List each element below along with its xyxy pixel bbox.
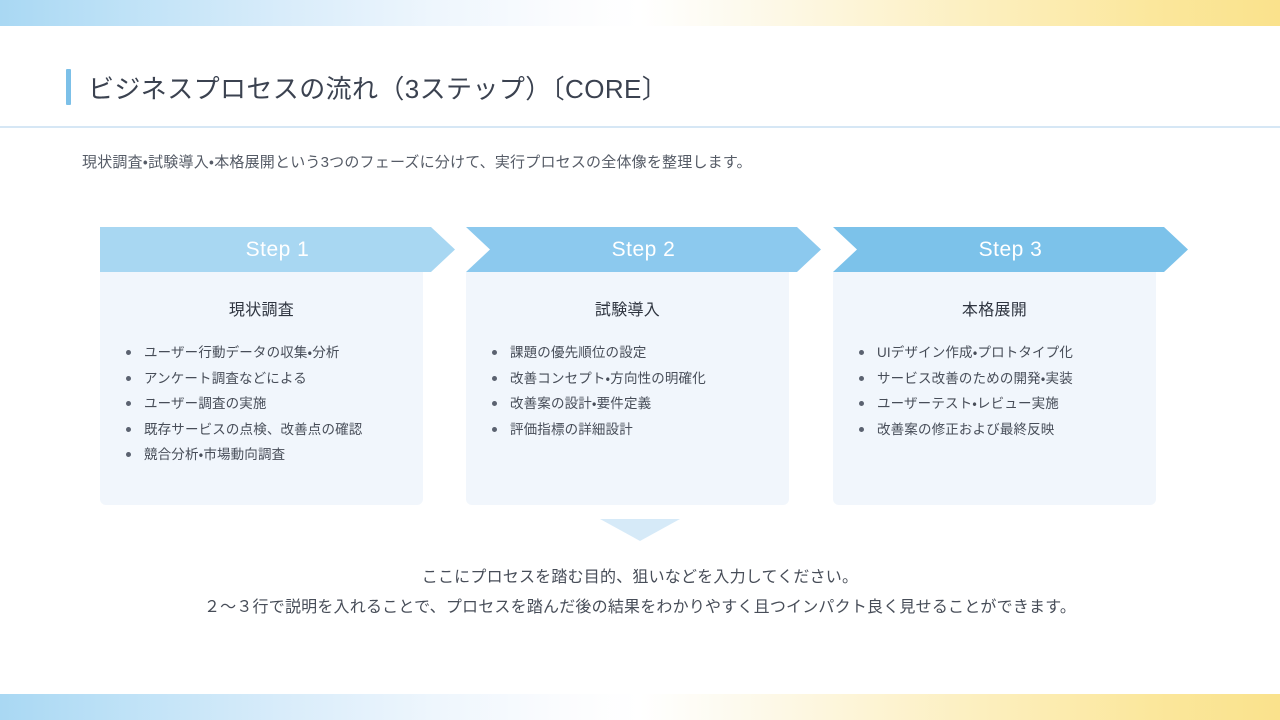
list-item: 評価指標の詳細設計 [488,417,767,443]
step-2-badge: Step 2 [466,227,821,272]
list-item: 改善案の修正および最終反映 [855,417,1134,443]
process-step-3: Step 3 本格展開 UIデザイン作成・プロトタイプ化 サービス改善のための開… [833,227,1188,505]
step-1-list: ユーザー行動データの収集・分析 アンケート調査などによる ユーザー調査の実施 既… [122,340,401,468]
step-2-body: 試験導入 課題の優先順位の設定 改善コンセプト・方向性の明確化 改善案の設計・要… [466,272,789,505]
step-1-badge: Step 1 [100,227,455,272]
step-3-title: 本格展開 [961,302,1028,319]
page-subtitle: 現状調査・試験導入・本格展開という3つのフェーズに分けて、実行プロセスの全体像を… [82,154,752,171]
list-item: サービス改善のための開発・実装 [855,366,1134,392]
footer-note-line-2: ２～３行で説明を入れることで、プロセスを踏んだ後の結果をわかりやすく且つインパク… [203,599,1077,616]
title-divider [0,126,1280,128]
list-item: ユーザー行動データの収集・分析 [122,340,401,366]
page-title: ビジネスプロセスの流れ（3ステップ）〔CORE〕 [88,73,669,104]
process-step-2: Step 2 試験導入 課題の優先順位の設定 改善コンセプト・方向性の明確化 改… [466,227,821,505]
list-item: 課題の優先順位の設定 [488,340,767,366]
step-1-title: 現状調査 [228,302,295,319]
list-item: UIデザイン作成・プロトタイプ化 [855,340,1134,366]
step-1-body: 現状調査 ユーザー行動データの収集・分析 アンケート調査などによる ユーザー調査… [100,272,423,505]
top-gradient-band [0,0,1280,26]
step-2-list: 課題の優先順位の設定 改善コンセプト・方向性の明確化 改善案の設計・要件定義 評… [488,340,767,442]
list-item: アンケート調査などによる [122,366,401,392]
down-arrow-icon [600,519,680,541]
page-title-row: ビジネスプロセスの流れ（3ステップ）〔CORE〕 [0,58,1280,116]
list-item: 改善コンセプト・方向性の明確化 [488,366,767,392]
footer-note: ここにプロセスを踏む目的、狙いなどを入力してください。 ２～３行で説明を入れるこ… [0,563,1280,623]
list-item: 競合分析・市場動向調査 [122,442,401,468]
list-item: 改善案の設計・要件定義 [488,391,767,417]
step-2-title: 試験導入 [594,302,661,319]
process-step-1: Step 1 現状調査 ユーザー行動データの収集・分析 アンケート調査などによる… [100,227,455,505]
title-accent-bar [66,69,71,105]
step-3-badge: Step 3 [833,227,1188,272]
step-3-body: 本格展開 UIデザイン作成・プロトタイプ化 サービス改善のための開発・実装 ユー… [833,272,1156,505]
bottom-gradient-band [0,694,1280,720]
list-item: 既存サービスの点検、改善点の確認 [122,417,401,443]
list-item: ユーザーテスト・レビュー実施 [855,391,1134,417]
process-steps: Step 1 現状調査 ユーザー行動データの収集・分析 アンケート調査などによる… [0,227,1280,505]
step-3-list: UIデザイン作成・プロトタイプ化 サービス改善のための開発・実装 ユーザーテスト… [855,340,1134,442]
footer-note-line-1: ここにプロセスを踏む目的、狙いなどを入力してください。 [421,569,859,586]
list-item: ユーザー調査の実施 [122,391,401,417]
